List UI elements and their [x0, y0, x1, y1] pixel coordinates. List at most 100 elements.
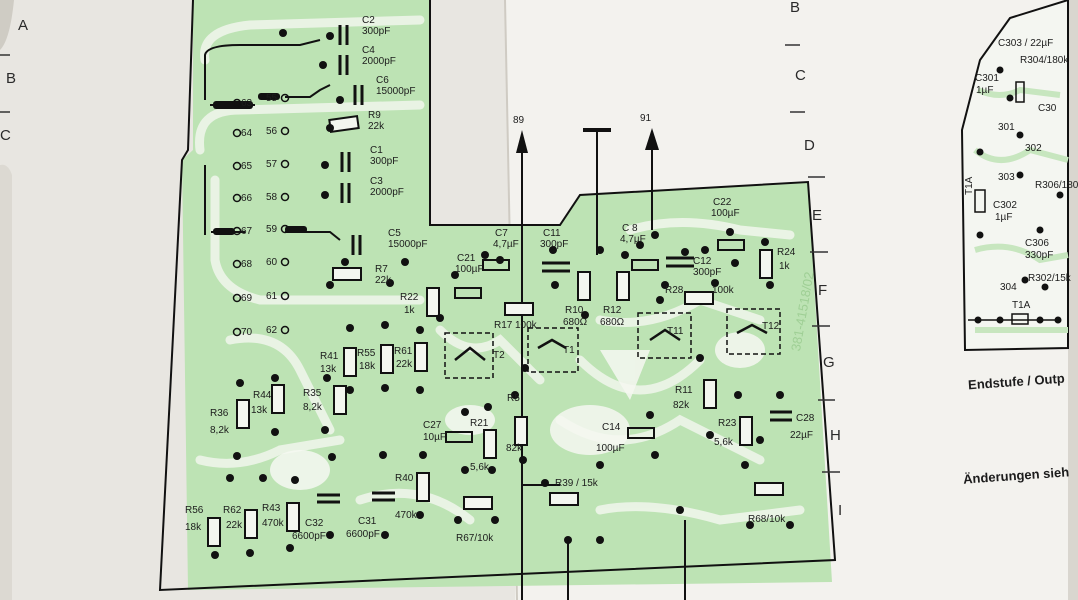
label-r43: R43 [262, 503, 281, 514]
value-r40: 470k [395, 510, 417, 521]
value-r21: 5,6k [470, 462, 489, 473]
value-c1: 300pF [370, 156, 399, 167]
label-r44: R44 [253, 390, 272, 401]
label-r55: R55 [357, 348, 376, 359]
value-r62: 22k [226, 520, 243, 531]
label-c27: C27 [423, 420, 442, 431]
label-c306: C306 [1025, 238, 1049, 249]
pin-68: 68 [241, 259, 253, 270]
grid-row-f: F [818, 282, 828, 299]
label-c22: C22 [713, 197, 732, 208]
value-c12: 300pF [693, 267, 722, 278]
label-r62: R62 [223, 505, 242, 516]
value-c31: 6600pF [346, 529, 380, 540]
label-r11: R11 [675, 385, 693, 396]
value-c14: 100µF [596, 443, 625, 454]
value-r44: 13k [251, 405, 268, 416]
value-r23: 5,6k [714, 437, 733, 448]
pin-60: 60 [266, 257, 278, 268]
label-t2: T2 [493, 350, 505, 361]
value-r24: 1k [779, 261, 790, 272]
value-r43: 470k [262, 518, 284, 529]
value-c5: 15000pF [388, 239, 428, 250]
value-c8: 4,7µF [620, 234, 646, 245]
pin-63: 63 [241, 98, 253, 109]
value-c28: 22µF [790, 430, 813, 441]
label-c1: C1 [370, 145, 383, 156]
label-r61: R61 [394, 346, 413, 357]
value-c302: 1µF [995, 212, 1013, 223]
value-r12: 680Ω [600, 317, 625, 328]
pin-64: 64 [241, 128, 253, 139]
grid-row-h: H [830, 427, 841, 444]
pin-62: 62 [266, 325, 278, 336]
value-c4: 2000pF [362, 56, 396, 67]
label-c12: C12 [693, 256, 712, 267]
label-c5: C5 [388, 228, 401, 239]
value-r5: 82k [506, 443, 523, 454]
label-r68: R68/10k [748, 514, 786, 525]
label-r39: R39 / 15k [555, 478, 598, 489]
value-r11: 82k [673, 400, 690, 411]
label-r9: R9 [368, 110, 381, 121]
value-r61: 22k [396, 359, 413, 370]
value-r22: 1k [404, 305, 415, 316]
label-c28: C28 [796, 413, 815, 424]
label-c4: C4 [362, 45, 375, 56]
grid-row-c: C [795, 67, 806, 84]
pin-70: 70 [241, 327, 253, 338]
label-c31: C31 [358, 516, 377, 527]
label-t11: T11 [667, 326, 684, 337]
label-c3: C3 [370, 176, 383, 187]
grid-row-g: G [823, 354, 835, 371]
grid-row-c-left: C [0, 127, 11, 144]
value-c11: 300pF [540, 239, 569, 250]
label-304: 304 [1000, 282, 1017, 293]
label-r56: R56 [185, 505, 204, 516]
value-r56: 18k [185, 522, 202, 533]
value-c22: 100µF [711, 208, 740, 219]
pin-65: 65 [241, 161, 253, 172]
value-c6: 15000pF [376, 86, 416, 97]
label-r302: R302/15k [1028, 273, 1071, 284]
label-c301: C301 [975, 73, 999, 84]
value-r36: 8,2k [210, 425, 229, 436]
label-c32: C32 [305, 518, 324, 529]
pin-61: 61 [266, 291, 278, 302]
label-r41: R41 [320, 351, 339, 362]
arrow-label-89: 89 [513, 115, 525, 126]
label-r28: R28 [665, 285, 684, 296]
pin-69: 69 [241, 293, 253, 304]
grid-row-b-left: B [6, 70, 17, 87]
pin-57: 57 [266, 159, 278, 170]
label-c6: C6 [376, 75, 389, 86]
value-r35: 8,2k [303, 402, 322, 413]
grid-row-b: B [790, 0, 801, 16]
value-r10: 680Ω [563, 317, 588, 328]
label-c8: C 8 [622, 223, 638, 234]
value-c21: 100µF [455, 264, 484, 275]
value-c306: 330pF [1025, 250, 1054, 261]
grid-row-a-left: A [18, 17, 29, 34]
label-301: 301 [998, 122, 1015, 133]
label-t12: T12 [762, 321, 780, 332]
label-r306: R306/180 [1035, 180, 1078, 191]
value-r17: 100k [515, 320, 537, 331]
label-r7: R7 [375, 264, 388, 275]
value-c3: 2000pF [370, 187, 404, 198]
label-r24: R24 [777, 247, 796, 258]
label-t1: T1 [563, 345, 575, 356]
grid-row-e: E [812, 207, 823, 224]
label-c21: C21 [457, 253, 476, 264]
label-c2: C2 [362, 15, 375, 26]
label-r5: R5 [507, 393, 520, 404]
label-t1a-vertical: T1A [964, 176, 975, 195]
label-c7: C7 [495, 228, 508, 239]
label-r35: R35 [303, 388, 322, 399]
pin-56: 56 [266, 126, 278, 137]
label-r23: R23 [718, 418, 737, 429]
label-c302: C302 [993, 200, 1017, 211]
label-r17: R17 [494, 320, 513, 331]
label-c11: C11 [543, 228, 561, 239]
